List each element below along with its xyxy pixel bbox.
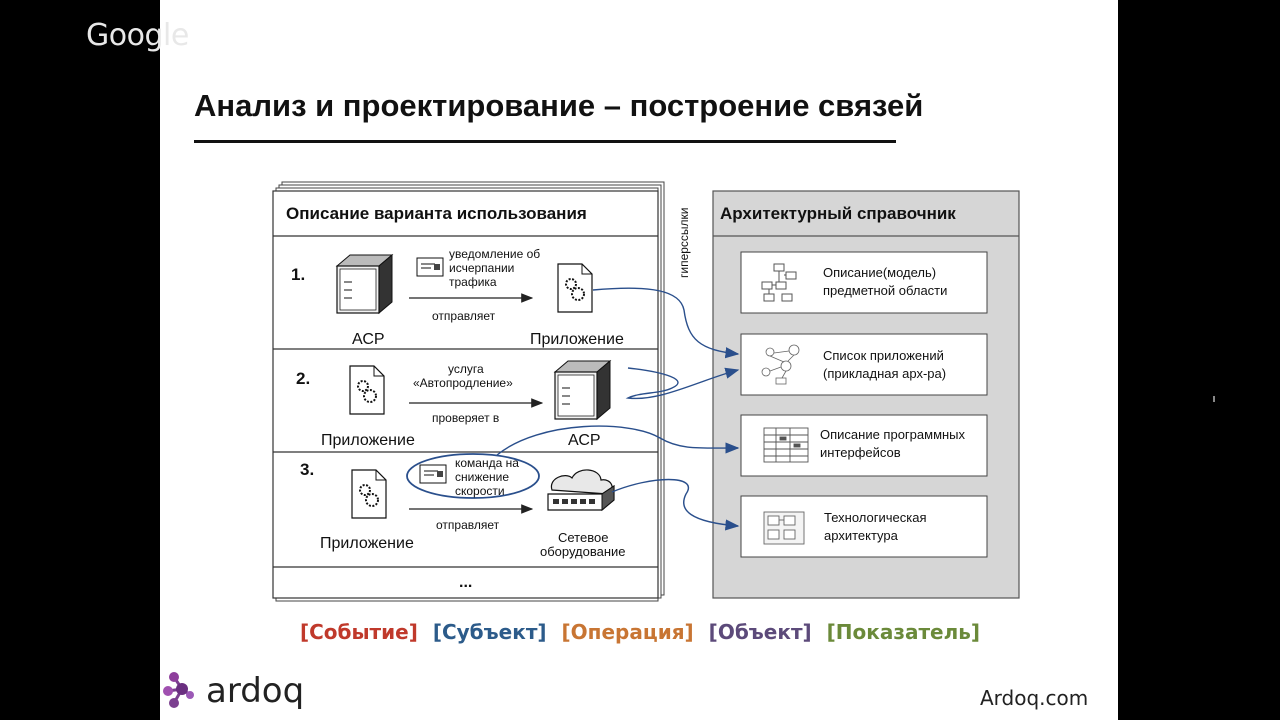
row-2-target: АСР [568, 432, 601, 449]
card-2-line-1: Список приложений [823, 348, 944, 363]
envelope-icon [416, 257, 444, 277]
row-3-message-3: скорости [455, 484, 505, 498]
card-4-line-2: архитектура [824, 528, 899, 543]
card-1-line-1: Описание(модель) [823, 265, 936, 280]
slide-title: Анализ и проектирование – построение свя… [194, 88, 924, 123]
row-2-source: Приложение [321, 432, 415, 449]
row-1-message-2: исчерпании [449, 261, 514, 275]
technology-architecture-icon [763, 511, 805, 545]
google-watermark: Google [86, 18, 189, 53]
title-underline [194, 140, 896, 143]
row-3-number: 3. [300, 460, 314, 479]
row-3-target-2: оборудование [540, 544, 626, 559]
row-1-number: 1. [291, 265, 305, 284]
highlight-ellipse [406, 453, 540, 499]
card-3-line-1: Описание программных [820, 427, 966, 442]
row-3-message-2: снижение [455, 470, 509, 484]
envelope-icon [419, 464, 447, 484]
row-3-verb: отправляет [436, 518, 500, 532]
reference-card-applications [740, 333, 988, 396]
ardoq-logo-icon [163, 672, 194, 708]
hyperlinks-label: гиперссылки [677, 207, 691, 278]
legend-event: [Событие] [299, 620, 418, 644]
legend: [Событие] [Субъект] [Операция] [Объект] … [0, 620, 1280, 644]
app-document-icon [349, 365, 385, 415]
row-1-target: Приложение [530, 331, 624, 348]
use-case-panel [272, 190, 659, 599]
row-2-verb: проверяет в [432, 411, 499, 425]
card-1-line-2: предметной области [823, 283, 947, 298]
row-1-message-1: уведомление об [449, 247, 540, 261]
hyperlink-connectors [496, 287, 740, 531]
card-3-line-2: интерфейсов [820, 445, 901, 460]
row-2-number: 2. [296, 369, 310, 388]
server-icon [553, 359, 612, 421]
legend-subject: [Субъект] [432, 620, 547, 644]
row-3-target-1: Сетевое [558, 530, 608, 545]
domain-model-icon [761, 263, 797, 302]
server-icon [335, 253, 394, 315]
reference-card-interfaces [740, 414, 988, 477]
use-case-header: Описание варианта использования [286, 204, 587, 223]
edge-marker [1213, 396, 1215, 402]
legend-metric: [Показатель] [826, 620, 981, 644]
interface-table-icon [763, 427, 809, 463]
legend-operation: [Операция] [561, 620, 694, 644]
row-1-source: АСР [352, 331, 385, 348]
row-3-source: Приложение [320, 535, 414, 552]
card-2-line-2: (прикладная арх-ра) [823, 366, 946, 381]
row-1-verb: отправляет [432, 309, 496, 323]
card-4-line-1: Технологическая [824, 510, 927, 525]
reference-header: Архитектурный справочник [720, 204, 956, 223]
app-document-icon [557, 263, 593, 313]
row-2-message-2: «Автопродление» [413, 376, 513, 390]
ardoq-logo: ardoq [162, 668, 304, 714]
website-url: Ardoq.com [980, 686, 1089, 710]
row-1-message-3: трафика [449, 275, 497, 289]
application-map-icon [761, 344, 800, 385]
row-3-message-1: команда на [455, 456, 519, 470]
app-document-icon [351, 469, 387, 519]
row-2-message-1: услуга [448, 362, 484, 376]
legend-object: [Объект] [708, 620, 812, 644]
more-ellipsis: ... [459, 574, 472, 591]
network-switch-icon [547, 469, 615, 512]
ardoq-logo-text: ardoq [206, 671, 305, 711]
